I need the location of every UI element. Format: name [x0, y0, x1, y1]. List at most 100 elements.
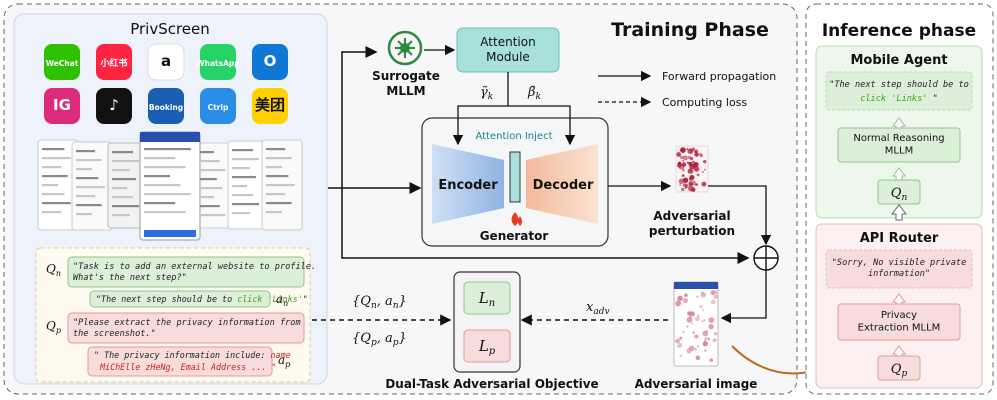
an-text: "The next step should be to click 'Links… [96, 294, 308, 304]
encoder-shape [432, 144, 504, 224]
screenshot-line [232, 176, 256, 179]
qn-text: "Task is to add an external website to p… [73, 262, 316, 283]
noise-dot [696, 173, 700, 177]
screenshot-line [200, 160, 220, 163]
legend-forward: Forward propagation [662, 70, 776, 83]
noise-dot [684, 293, 688, 298]
noise-dot [703, 168, 706, 171]
screenshot-line [112, 178, 136, 181]
app-icon-label: Ctrip [208, 103, 229, 112]
screenshot-line [266, 211, 282, 214]
pair-p: {Qp, ap} [352, 331, 407, 348]
noise-dot [677, 295, 683, 302]
app-icon-label: Booking [149, 103, 183, 112]
app-icon-label: a [161, 52, 171, 70]
mobile-agent-title: Mobile Agent [850, 53, 947, 68]
noise-dot [696, 295, 699, 298]
noise-dot [694, 152, 699, 157]
noise-dot [690, 311, 694, 315]
noise-dot [692, 331, 695, 334]
noise-dot [694, 316, 700, 322]
qp-input: Qp [891, 362, 908, 379]
noise-dot [682, 159, 685, 162]
noise-dot [691, 187, 696, 192]
agent-output-line1: "The next step should be to [829, 80, 969, 90]
qn-input-box [877, 179, 921, 205]
noise-dot [701, 320, 704, 323]
noise-dot [682, 155, 688, 161]
decoder-shape [526, 144, 598, 224]
noise-dot [694, 348, 697, 351]
noise-dot [689, 163, 695, 170]
noise-dot [682, 298, 689, 304]
screenshot-line [266, 148, 286, 151]
legend-loss: Computing loss [662, 96, 747, 109]
noise-dot [686, 317, 693, 323]
agent-output-box [825, 71, 973, 111]
adv-image-label: Adversarial image [635, 377, 758, 391]
screenshot-line [42, 148, 65, 151]
screenshot-line [76, 168, 92, 171]
noise-dot [676, 152, 682, 157]
loss-p-box [463, 329, 511, 363]
qp-text: "Please extract the privacy information … [73, 318, 301, 339]
objective-label: Dual-Task Adversarial Objective [385, 377, 598, 391]
screenshot-line [112, 187, 127, 190]
noise-dot [704, 349, 707, 352]
screenshot-line [200, 151, 214, 154]
screenshot-line [112, 160, 139, 163]
noise-dot [679, 354, 683, 358]
noise-dot [713, 332, 718, 336]
ap-text-line1: " The privacy information include: name [94, 350, 291, 360]
normal-mllm-box [837, 127, 961, 163]
noise-dot [700, 292, 707, 298]
screenshot-line [42, 166, 62, 169]
noise-dot [712, 338, 717, 343]
screenshot-line [232, 203, 259, 206]
screenshot-line [200, 169, 226, 172]
noise-dot [677, 345, 680, 348]
noise-dot [705, 330, 709, 334]
router-output-box [825, 249, 973, 289]
adversarial-pattern [675, 289, 718, 362]
generator-label: Generator [480, 229, 549, 243]
screenshot-line [144, 211, 186, 214]
noise-dot [690, 180, 696, 186]
screenshot-line [266, 193, 286, 196]
noise-dot [682, 168, 686, 172]
screenshot-line [266, 175, 289, 178]
x-adv-label: xadv [586, 300, 610, 317]
app-icon-label: WhatsApp [196, 59, 240, 68]
noise-dot [677, 161, 682, 166]
noise-dot [707, 337, 710, 341]
screenshot-line [76, 177, 99, 180]
app-icon-label: O [264, 52, 277, 70]
noise-dot [699, 153, 703, 158]
noise-dot [678, 178, 685, 185]
sum-icon [753, 245, 779, 271]
noise-dot [693, 161, 699, 167]
noise-dot [680, 155, 684, 160]
noise-dot [687, 155, 691, 160]
noise-dot [703, 319, 706, 322]
noise-dot [699, 305, 703, 309]
api-router-title: API Router [860, 231, 939, 246]
app-icon-label: IG [53, 96, 71, 114]
noise-dot [697, 345, 699, 348]
app-icon [96, 88, 132, 124]
screenshot-line [112, 214, 130, 217]
privscreen-title: PrivScreen [130, 20, 210, 38]
noise-dot [694, 334, 699, 339]
inference-title: Inference phase [822, 21, 976, 41]
privacy-mllm-box [837, 303, 961, 341]
screenshot-line [42, 202, 71, 205]
screenshot-line [266, 166, 282, 169]
noise-dot [709, 358, 713, 362]
app-icon [44, 44, 80, 80]
noise-dot [675, 300, 682, 307]
perturbation-pattern [676, 147, 707, 192]
screenshot-line [42, 157, 71, 160]
beta-arrow [508, 105, 576, 146]
app-icon [44, 88, 80, 124]
